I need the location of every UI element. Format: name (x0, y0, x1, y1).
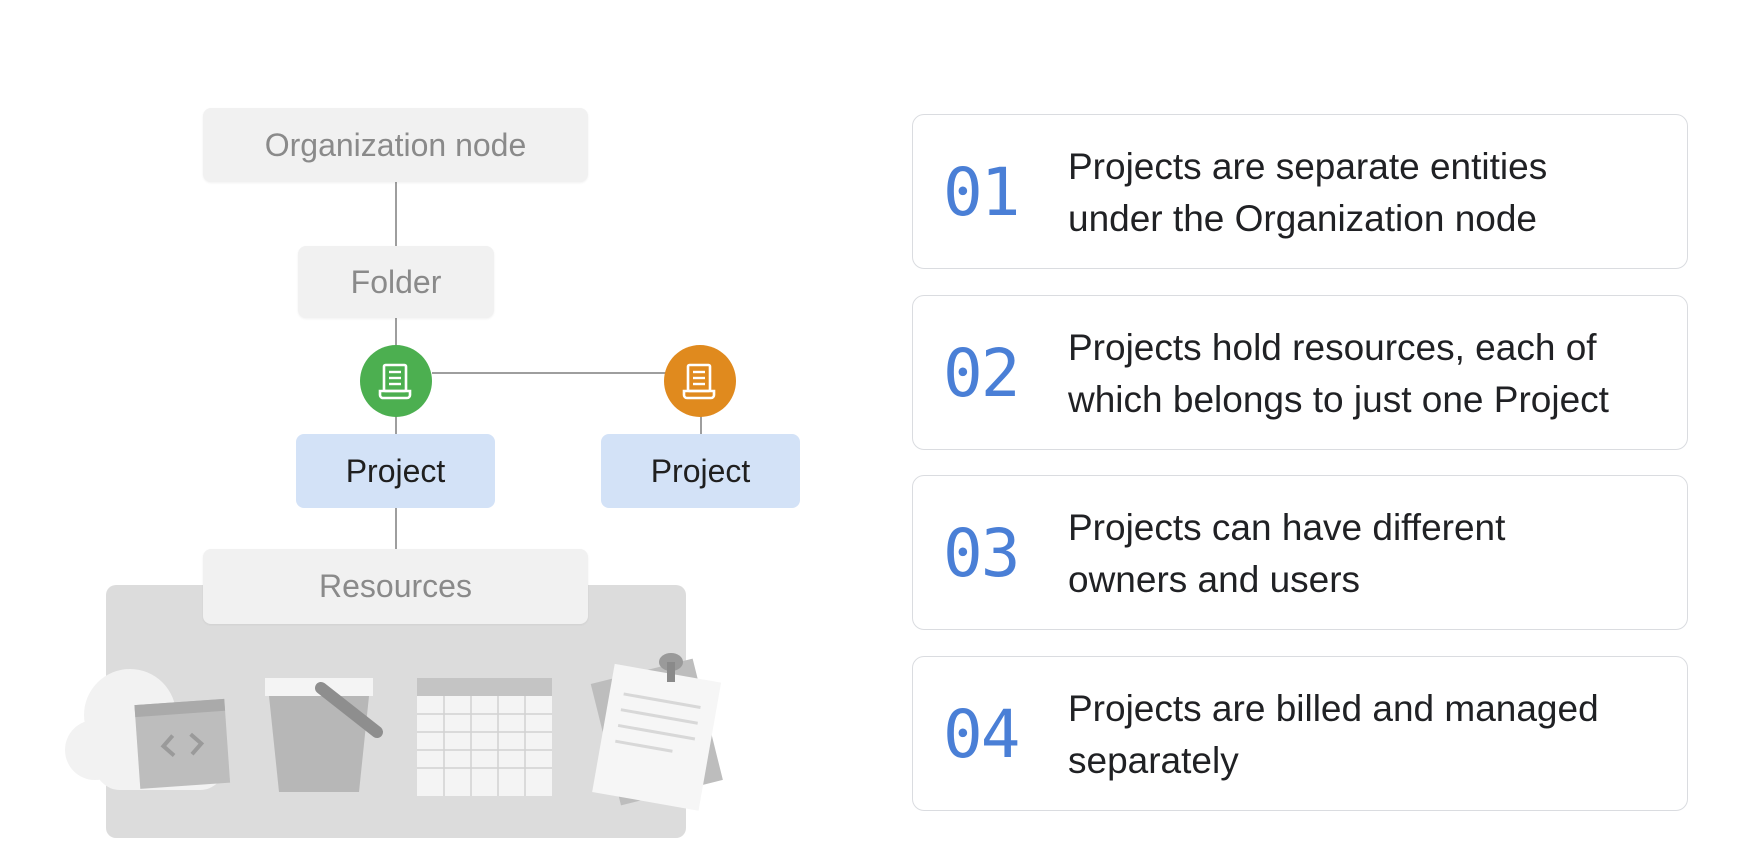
card-text: Projects are billed and managed separate… (1068, 683, 1668, 787)
connector-project-resources (395, 508, 397, 550)
card-text-line: which belongs to just one Project (1068, 379, 1609, 420)
card-text-line: Projects hold resources, each of (1068, 327, 1597, 368)
bucket-icon (265, 678, 383, 792)
connector-horizontal (432, 372, 700, 374)
card-number: 04 (943, 696, 1020, 773)
card-number: 01 (943, 154, 1020, 231)
document-pin-icon (590, 653, 723, 811)
card-02: 02 Projects hold resources, each of whic… (912, 295, 1688, 450)
code-window-icon (134, 698, 231, 789)
card-text: Projects hold resources, each of which b… (1068, 322, 1668, 426)
card-text: Projects can have different owners and u… (1068, 502, 1668, 606)
resources-node: Resources (203, 549, 588, 624)
card-text-line: Projects are billed and managed (1068, 688, 1599, 729)
folder-node: Folder (298, 246, 494, 318)
card-text-line: under the Organization node (1068, 198, 1538, 239)
project-right-receipt-icon (664, 345, 736, 417)
project-left-receipt-icon (360, 345, 432, 417)
card-text: Projects are separate entities under the… (1068, 141, 1668, 245)
card-text-line: Projects can have different (1068, 507, 1506, 548)
card-text-line: Projects are separate entities (1068, 146, 1548, 187)
card-04: 04 Projects are billed and managed separ… (912, 656, 1688, 811)
resources-illustration (65, 653, 723, 811)
card-number: 03 (943, 515, 1020, 592)
card-01: 01 Projects are separate entities under … (912, 114, 1688, 269)
project-right-node: Project (601, 434, 800, 508)
card-number: 02 (943, 335, 1020, 412)
table-grid-icon (417, 678, 552, 796)
connector-right-project (700, 408, 702, 436)
connector-org-folder (395, 182, 397, 247)
organization-node: Organization node (203, 108, 588, 182)
card-text-line: owners and users (1068, 559, 1361, 600)
card-text-line: separately (1068, 740, 1239, 781)
project-left-node: Project (296, 434, 495, 508)
card-03: 03 Projects can have different owners an… (912, 475, 1688, 630)
